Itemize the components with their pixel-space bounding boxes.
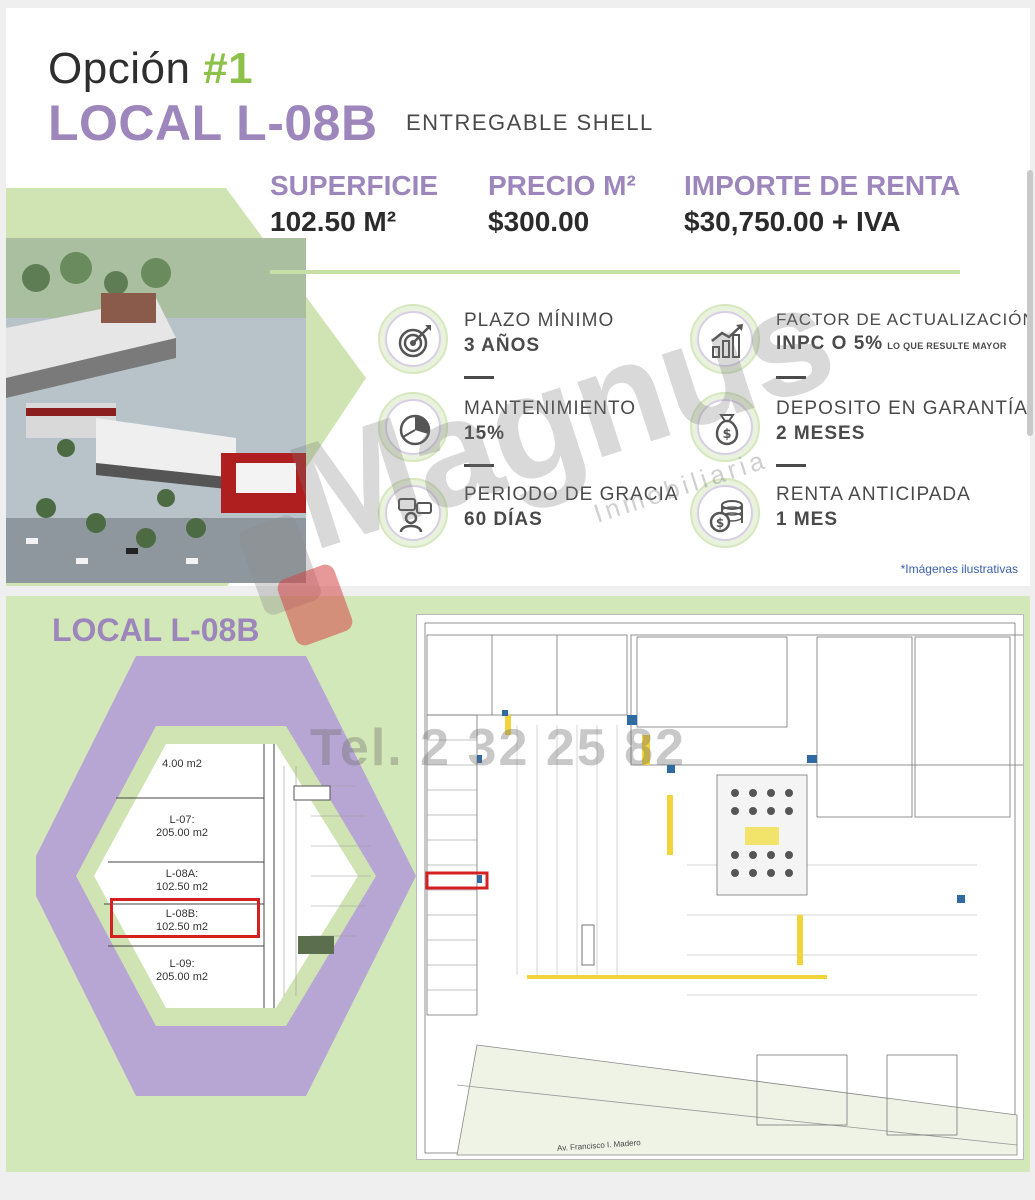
lot-l09: L-09: 205.00 m2 <box>112 958 252 984</box>
dash <box>776 464 806 467</box>
delivery-type: ENTREGABLE SHELL <box>406 110 654 135</box>
lot-l07: L-07: 205.00 m2 <box>112 814 252 840</box>
metric-label: SUPERFICIE <box>270 170 439 201</box>
lot-id: L-09: <box>169 958 195 970</box>
metric-renta: IMPORTE DE RENTA $30,750.00 + IVA <box>684 170 960 238</box>
feature-value: 15% <box>464 423 506 444</box>
feature-title: DEPOSITO EN GARANTÍA <box>776 398 1028 419</box>
divider <box>270 270 960 274</box>
feature-title: PLAZO MÍNIMO <box>464 310 615 331</box>
lot-l08a: L-08A: 102.50 m2 <box>112 868 252 894</box>
lot-id: L-08B: <box>165 908 199 920</box>
dash <box>464 464 494 467</box>
target-icon <box>378 304 448 374</box>
plan-title: LOCAL L-08B <box>52 612 260 648</box>
illustrative-note: *Imágenes ilustrativas <box>900 562 1018 576</box>
coins-icon: $ <box>690 478 760 548</box>
chat-person-icon <box>378 478 448 548</box>
dash <box>464 376 494 379</box>
lot-area: 102.50 m2 <box>156 921 208 933</box>
feature-value: 60 DÍAS <box>464 509 543 530</box>
dash <box>776 376 806 379</box>
plan-card: LOCAL L-08B 4.00 m2 L-07: 205.00 m2 L-08… <box>6 596 1030 1172</box>
metric-precio: PRECIO M² $300.00 <box>488 170 636 238</box>
scrollbar[interactable] <box>1027 170 1033 436</box>
zoom-hexagon <box>36 656 416 1096</box>
lot-partial: 4.00 m2 <box>162 758 202 770</box>
feature-title: FACTOR DE ACTUALIZACIÓN <box>776 310 1030 329</box>
metric-value: $300.00 <box>488 206 590 237</box>
money-bag-icon: $ <box>690 392 760 462</box>
feature-title: RENTA ANTICIPADA <box>776 484 971 505</box>
local-title: LOCAL L-08B <box>48 95 378 151</box>
info-card: Opción #1 LOCAL L-08B ENTREGABLE SHELL S… <box>6 8 1030 586</box>
lot-l08b: L-08B: 102.50 m2 <box>112 908 252 934</box>
metric-value: $30,750.00 + IVA <box>684 206 901 237</box>
pie-chart-icon <box>378 392 448 462</box>
feature-value-note: LO QUE RESULTE MAYOR <box>887 341 1007 351</box>
site-plan: Av. Francisco I. Madero <box>416 614 1024 1160</box>
plaza-rendering <box>6 238 306 583</box>
svg-text:$: $ <box>716 516 724 530</box>
feature-value: 1 MES <box>776 509 839 530</box>
lot-area: 205.00 m2 <box>156 971 208 983</box>
lot-id: L-07: <box>169 814 195 826</box>
feature-value: 2 MESES <box>776 423 866 444</box>
option-heading: Opción #1 <box>48 44 253 94</box>
feature-value: 3 AÑOS <box>464 335 541 356</box>
option-number: #1 <box>203 44 254 93</box>
metric-value: 102.50 M² <box>270 206 397 237</box>
growth-chart-icon <box>690 304 760 374</box>
lot-area: 205.00 m2 <box>156 827 208 839</box>
option-prefix: Opción <box>48 44 191 93</box>
metric-label: PRECIO M² <box>488 170 636 201</box>
feature-title: MANTENIMIENTO <box>464 398 637 419</box>
feature-title: PERIODO DE GRACIA <box>464 484 679 505</box>
metric-label: IMPORTE DE RENTA <box>684 170 961 201</box>
svg-text:$: $ <box>722 427 731 442</box>
metric-superficie: SUPERFICIE 102.50 M² <box>270 170 438 238</box>
selected-lot-highlight <box>110 898 260 938</box>
lot-area: 102.50 m2 <box>156 881 208 893</box>
feature-value: INPC O 5% <box>776 333 884 354</box>
lot-id: L-08A: <box>165 868 199 880</box>
